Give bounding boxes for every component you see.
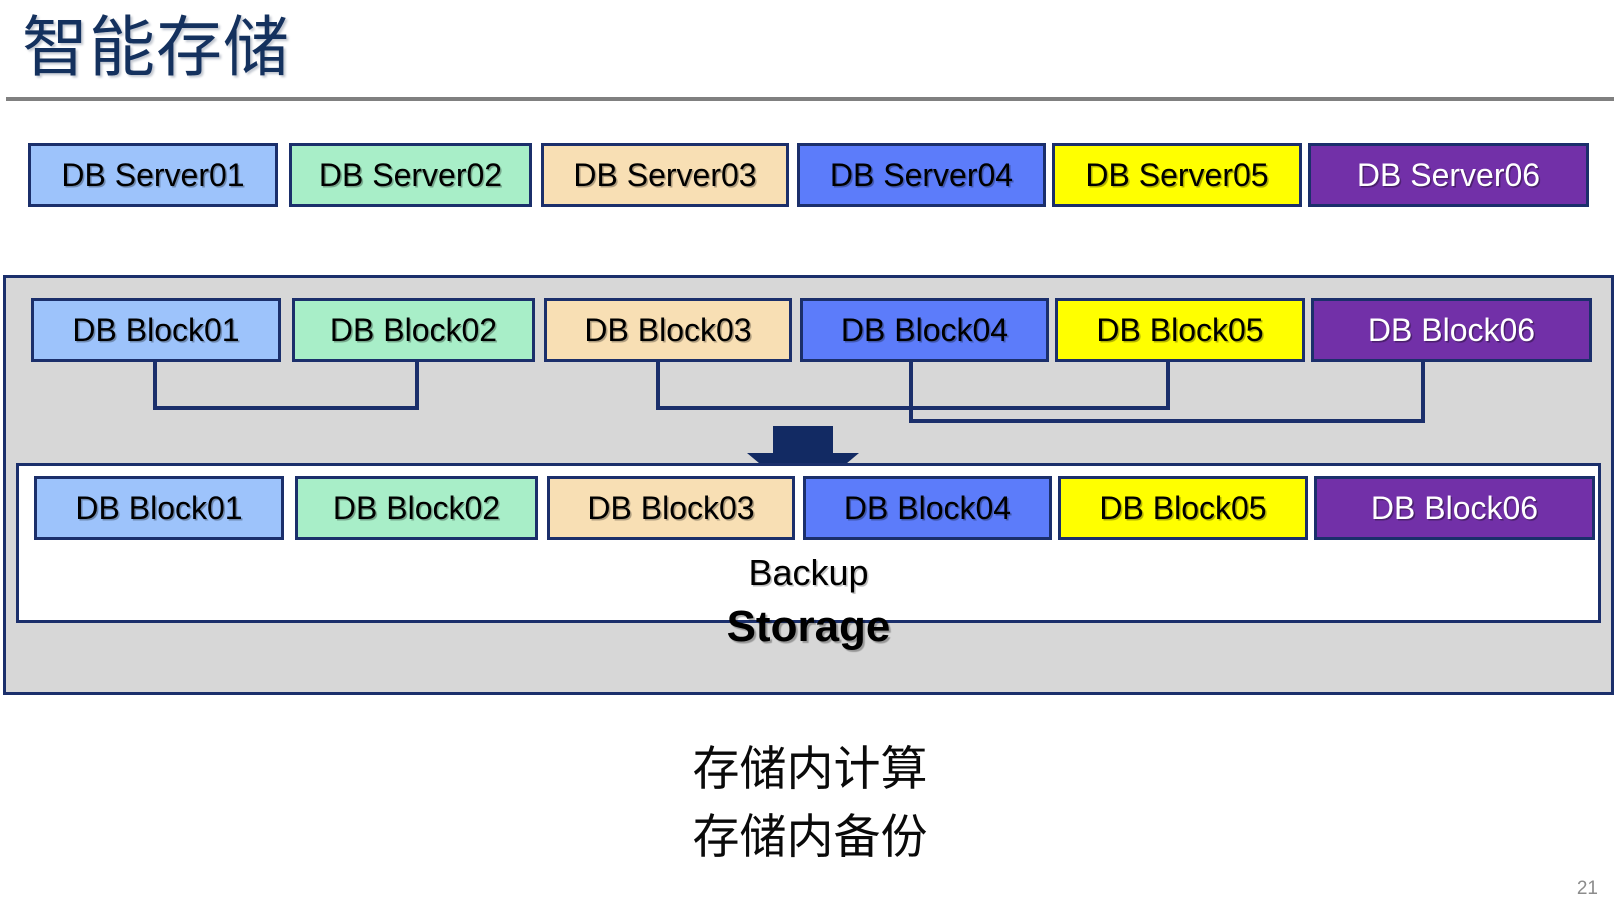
caption-line-2: 存储内备份 (692, 810, 928, 863)
backup-block-box-4[interactable]: DB Block04 (803, 476, 1052, 540)
backup-block-box-1[interactable]: DB Block01 (34, 476, 284, 540)
db-server-box-label: DB Server02 (318, 156, 503, 193)
db-block-box-4[interactable]: DB Block04 (800, 298, 1049, 362)
backup-block-box-label: DB Block02 (332, 489, 501, 526)
db-block-box-label: DB Block06 (1367, 311, 1536, 348)
backup-block-box-3[interactable]: DB Block03 (547, 476, 795, 540)
caption-line-1: 存储内计算 (692, 742, 928, 795)
db-server-box-2[interactable]: DB Server02 (289, 143, 532, 207)
db-block-box-2[interactable]: DB Block02 (292, 298, 535, 362)
db-block-box-label: DB Block01 (72, 311, 240, 348)
connector-line (909, 362, 1425, 423)
connector-line (153, 362, 419, 410)
backup-block-box-6[interactable]: DB Block06 (1314, 476, 1595, 540)
storage-container: DB Block01 DB Block02 DB Block03 DB Block04… (3, 275, 1614, 695)
backup-block-box-2[interactable]: DB Block02 (295, 476, 538, 540)
title-divider (6, 97, 1614, 101)
db-server-box-label: DB Server04 (829, 156, 1014, 193)
db-block-box-label: DB Block04 (840, 311, 1009, 348)
db-server-box-5[interactable]: DB Server05 (1052, 143, 1302, 207)
page-number: 21 (1576, 878, 1598, 899)
db-block-box-1[interactable]: DB Block01 (31, 298, 281, 362)
db-block-box-6[interactable]: DB Block06 (1311, 298, 1592, 362)
connector-line (656, 362, 1170, 410)
db-server-box-label: DB Server05 (1085, 156, 1269, 193)
backup-block-box-label: DB Block06 (1370, 489, 1539, 526)
db-block-box-5[interactable]: DB Block05 (1055, 298, 1305, 362)
db-server-box-label: DB Server06 (1356, 156, 1541, 193)
db-server-box-1[interactable]: DB Server01 (28, 143, 278, 207)
db-block-box-label: DB Block05 (1096, 311, 1264, 348)
slide-caption: 存储内计算 存储内备份 (0, 735, 1620, 871)
db-server-box-label: DB Server01 (61, 156, 245, 193)
storage-label: Storage (726, 602, 891, 651)
db-server-box-label: DB Server03 (573, 156, 757, 193)
backup-label: Backup (748, 552, 869, 593)
db-server-box-4[interactable]: DB Server04 (797, 143, 1046, 207)
backup-block-box-label: DB Block01 (75, 489, 243, 526)
backup-block-box-label: DB Block05 (1099, 489, 1267, 526)
backup-block-box-label: DB Block03 (587, 489, 755, 526)
db-block-box-label: DB Block02 (329, 311, 498, 348)
db-block-box-3[interactable]: DB Block03 (544, 298, 792, 362)
backup-block-box-5[interactable]: DB Block05 (1058, 476, 1308, 540)
page-title: 智能存储 (22, 10, 290, 84)
db-server-box-3[interactable]: DB Server03 (541, 143, 789, 207)
db-server-box-6[interactable]: DB Server06 (1308, 143, 1589, 207)
backup-container: DB Block01 DB Block02 DB Block03 DB Block04… (16, 463, 1601, 623)
db-block-box-label: DB Block03 (584, 311, 752, 348)
backup-block-box-label: DB Block04 (843, 489, 1012, 526)
